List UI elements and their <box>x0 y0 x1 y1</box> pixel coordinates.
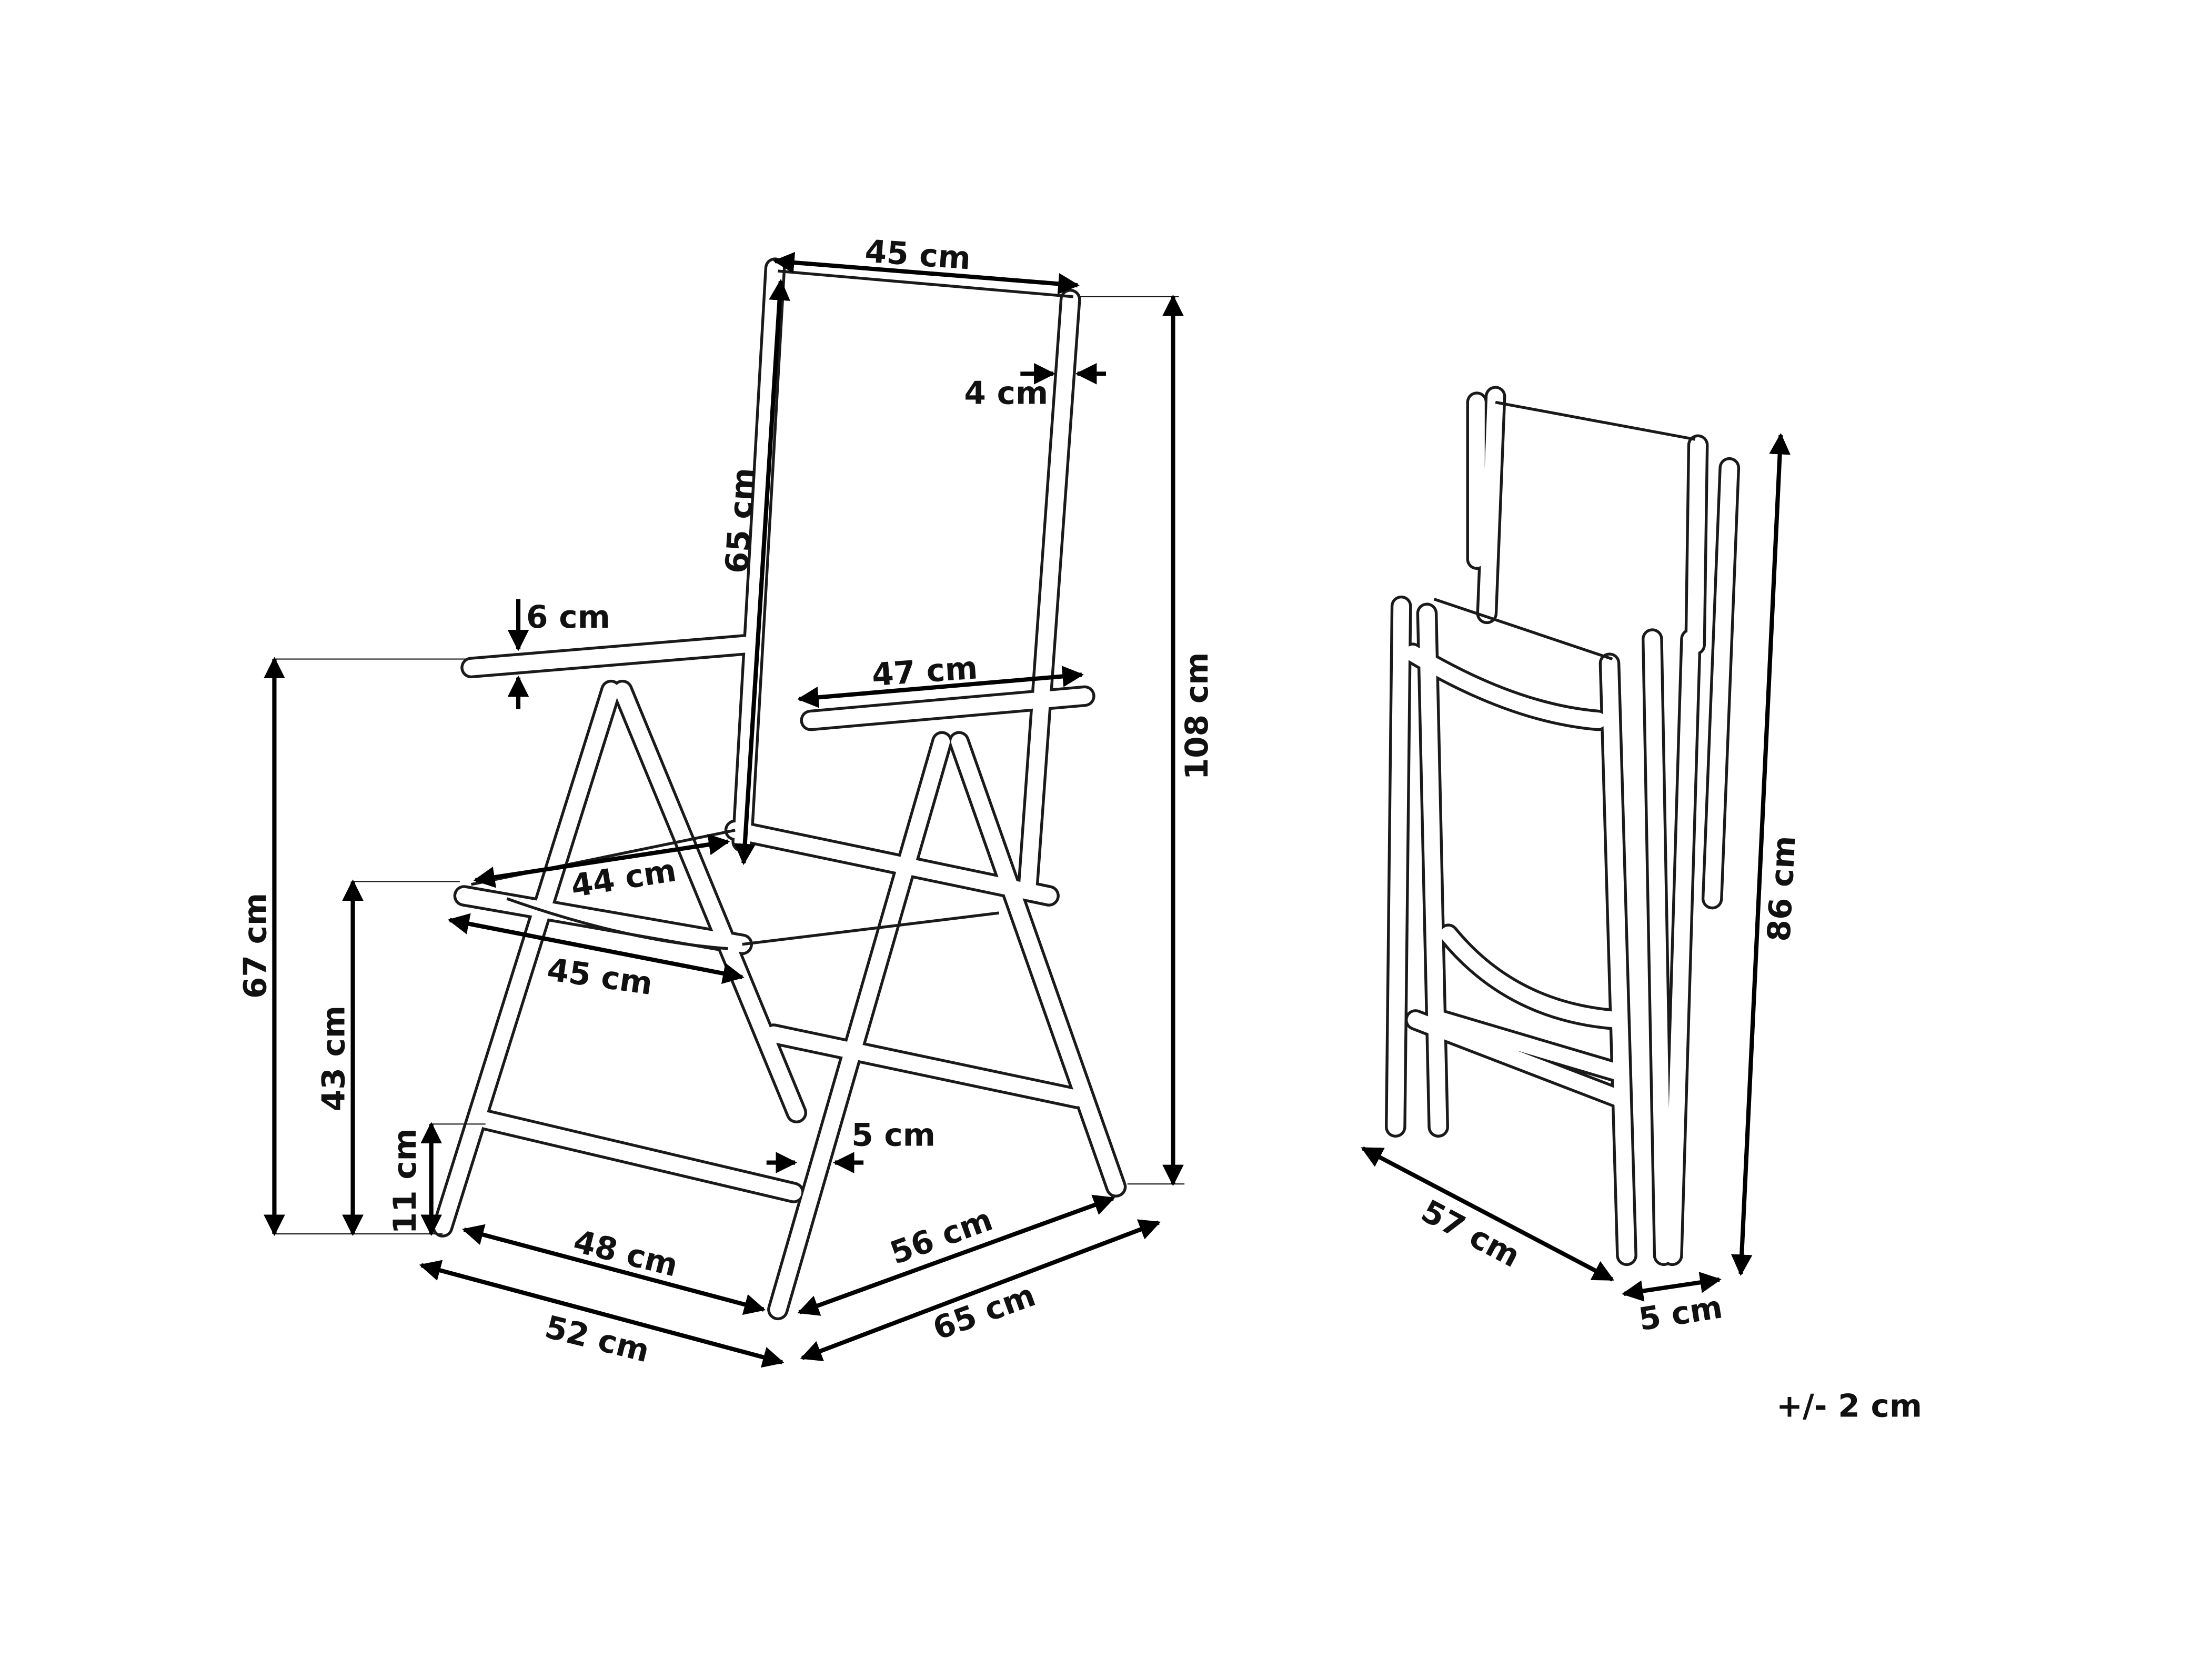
label-leg-width: 5 cm <box>851 1117 936 1153</box>
label-post-width: 4 cm <box>964 376 1048 412</box>
label-crossbar-height: 11 cm <box>387 1128 424 1234</box>
label-total-width: 52 cm <box>541 1309 653 1370</box>
label-seat-height: 43 cm <box>316 1006 353 1111</box>
label-armrest-height: 67 cm <box>237 893 274 999</box>
extension-lines <box>274 296 1185 1235</box>
label-front-width: 48 cm <box>570 1223 681 1284</box>
label-seat-width: 45 cm <box>545 952 655 1002</box>
label-total-height: 108 cm <box>1179 652 1215 780</box>
dimension-arrows <box>264 252 1791 1368</box>
label-armrest-thickness: 6 cm <box>526 599 610 636</box>
unfolded-chair-drawing <box>432 257 1127 1321</box>
label-armrest-length: 47 cm <box>871 650 979 693</box>
label-tolerance: +/- 2 cm <box>1776 1388 1922 1424</box>
label-folded-height: 86 cm <box>1761 835 1803 943</box>
label-backrest-height: 65 cm <box>719 467 762 575</box>
label-folded-thickness: 5 cm <box>1636 1289 1725 1338</box>
folded-chair-drawing <box>1385 386 1741 1266</box>
label-backrest-width: 45 cm <box>864 234 972 277</box>
